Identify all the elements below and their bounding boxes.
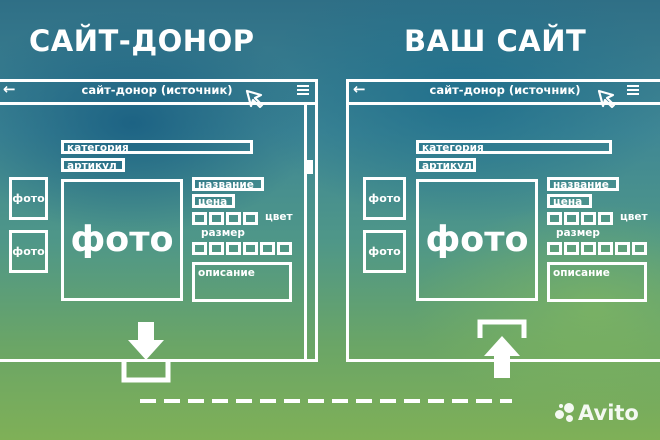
avito-logo-icon [555,403,575,423]
color-swatch [547,212,562,225]
size-swatch [260,242,275,255]
size-swatch [598,242,613,255]
color-swatch [243,212,258,225]
main-photo: фото [416,179,538,301]
price-field: цена [547,194,592,208]
thumbnail-photo-1: фото [363,177,406,220]
color-swatch [564,212,579,225]
size-swatch [226,242,241,255]
avito-watermark: Avito [555,401,639,425]
donor-scrollbar[interactable] [304,102,315,359]
price-field: цена [192,194,235,208]
hamburger-icon[interactable] [297,85,309,97]
cursor-arrow-icon [245,89,264,109]
donor-site-heading: САЙТ-ДОНОР [29,24,255,58]
your-site-window-title: сайт-донор (источник) [429,83,581,97]
color-swatch [226,212,241,225]
size-swatch [277,242,292,255]
size-swatch [243,242,258,255]
name-field: название [192,177,264,191]
back-arrow-icon[interactable]: ← [353,80,366,98]
transfer-connector-line [140,399,512,403]
category-field: категория [416,140,612,154]
description-field: описание [547,262,647,302]
color-label: цвет [265,211,293,223]
category-field: категория [61,140,253,154]
cursor-arrow-icon [597,89,616,109]
size-swatch [209,242,224,255]
download-arrow-icon [121,322,171,383]
size-swatch [615,242,630,255]
sku-field: артикул [61,158,125,172]
color-swatch [581,212,596,225]
size-swatch [632,242,647,255]
main-photo: фото [61,179,183,301]
hamburger-icon[interactable] [627,85,639,97]
donor-titlebar: ← сайт-донор (источник) [0,80,315,109]
avito-watermark-text: Avito [578,401,639,425]
color-swatch [209,212,224,225]
name-field: название [547,177,619,191]
color-swatch [192,212,207,225]
color-swatch [598,212,613,225]
color-label: цвет [620,211,648,223]
your-site-window: ← сайт-донор (источник) категория артику… [346,79,660,362]
sku-field: артикул [416,158,476,172]
size-swatch [581,242,596,255]
thumbnail-photo-1: фото [9,177,48,220]
donor-window-title: сайт-донор (источник) [81,83,233,97]
size-label: размер [556,227,600,239]
your-site-heading: ВАШ САЙТ [404,24,587,58]
your-site-titlebar: ← сайт-донор (источник) [349,80,660,109]
upload-arrow-icon [477,319,527,378]
size-swatch [192,242,207,255]
back-arrow-icon[interactable]: ← [3,80,16,98]
thumbnail-photo-2: фото [9,230,48,273]
thumbnail-photo-2: фото [363,230,406,273]
size-label: размер [201,227,245,239]
donor-scroll-thumb[interactable] [307,160,313,174]
donor-site-window: ← сайт-донор (источник) категория артику… [0,79,318,362]
size-swatch [564,242,579,255]
size-swatch [547,242,562,255]
description-field: описание [192,262,292,302]
